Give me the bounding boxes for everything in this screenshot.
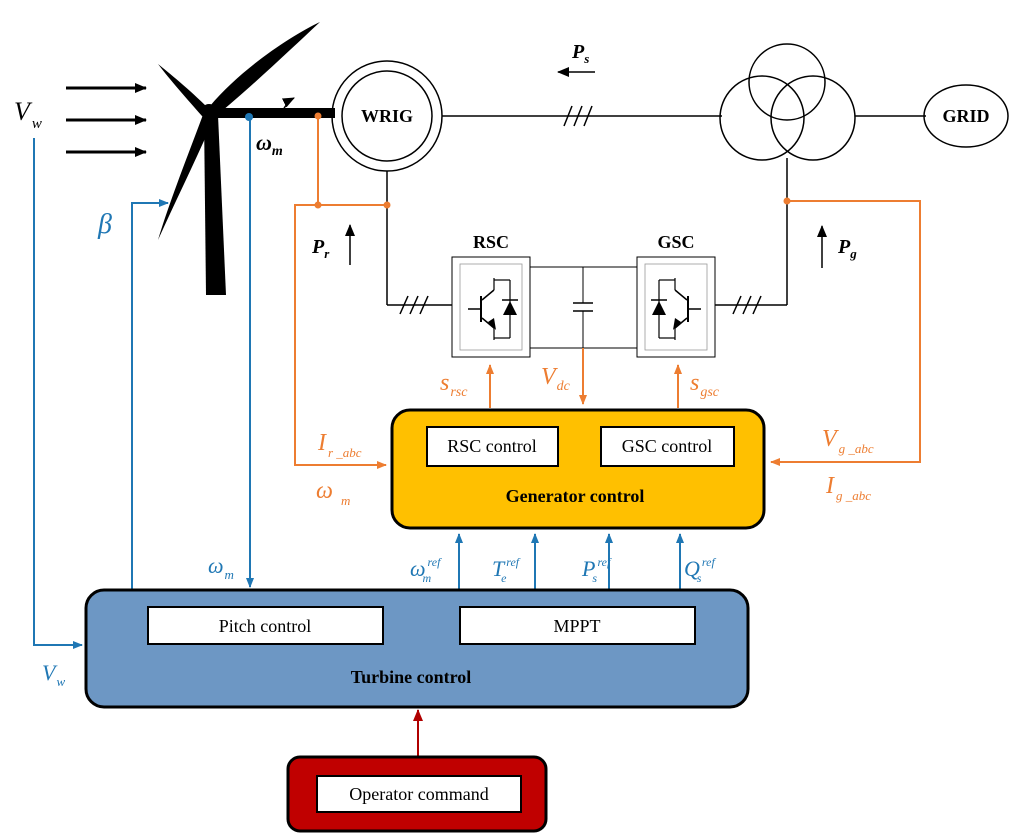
blade — [158, 112, 214, 240]
grid-label: GRID — [942, 106, 989, 126]
wind-turbine-icon — [66, 22, 335, 295]
mppt-label: MPPT — [553, 616, 600, 636]
omega-m-turbine-label: ωm — [208, 553, 234, 582]
blade — [158, 64, 208, 116]
s-rsc-label: srsc — [440, 370, 468, 400]
transformer-icon — [719, 43, 856, 161]
blue-signal-lines — [33, 113, 684, 649]
rsc-control-box — [426, 426, 559, 467]
pitch-control-label: Pitch control — [219, 616, 312, 636]
turbine-control-block — [84, 588, 750, 709]
gsc-converter — [636, 256, 716, 358]
pr-label: Pr — [311, 236, 330, 261]
gsc-control-box — [600, 426, 735, 467]
rsc-label: RSC — [473, 232, 509, 252]
generator-control-title: Generator control — [506, 486, 645, 506]
wrig-label: WRIG — [361, 106, 413, 126]
gsc-label: GSC — [657, 232, 694, 252]
grid-node — [923, 84, 1009, 148]
pg-label: Pg — [837, 236, 857, 261]
rsc-converter — [451, 256, 531, 358]
blade — [210, 22, 320, 116]
s-gsc-label: sgsc — [690, 370, 720, 400]
turbine-control-title: Turbine control — [351, 667, 472, 687]
v-dc-label: Vdc — [541, 364, 571, 394]
tower — [204, 115, 226, 295]
ps-label: Ps — [571, 41, 589, 66]
mppt-box — [459, 606, 696, 645]
rsc-control-label: RSC control — [447, 436, 537, 456]
orange-signal-lines — [294, 112, 921, 469]
pitch-control-box — [147, 606, 384, 645]
beta-label: β — [97, 209, 112, 240]
operator-command-block — [286, 755, 548, 833]
omega-m-label: ωm — [256, 130, 283, 159]
operator-command-label: Operator command — [349, 784, 488, 804]
vw-signal-label: Vw — [42, 660, 65, 689]
generator-control-block — [390, 408, 766, 530]
gsc-control-label: GSC control — [622, 436, 713, 456]
shaft — [210, 108, 335, 118]
